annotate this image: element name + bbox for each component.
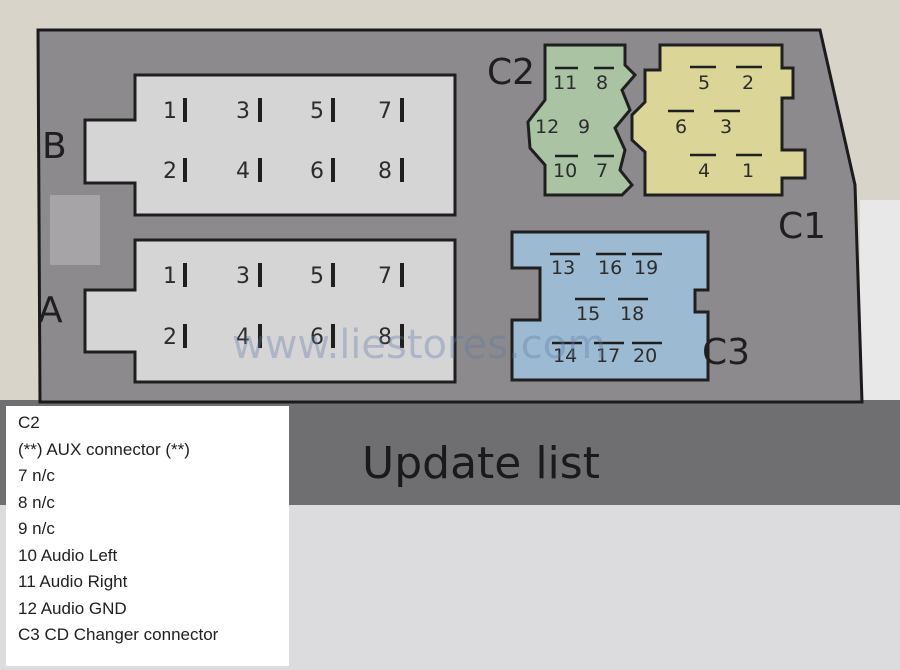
pin-label: 8 <box>596 72 608 94</box>
pin-label: 5 <box>310 99 324 124</box>
pin-label: 7 <box>378 264 392 289</box>
pin-label: 4 <box>698 160 710 182</box>
connector-c3-label: C3 <box>702 332 750 373</box>
pin-label: 8 <box>378 159 392 184</box>
pin-label: 20 <box>633 345 657 367</box>
pin-label: 2 <box>163 159 177 184</box>
pin-label: 15 <box>576 303 600 325</box>
connector-c3: C3 13 16 19 15 18 14 17 20 <box>510 230 750 382</box>
pin-label: 3 <box>236 99 250 124</box>
pin-label: 6 <box>675 116 687 138</box>
pin-label: 14 <box>553 345 577 367</box>
connector-block-b: B 1 3 5 7 2 4 6 8 <box>42 73 457 217</box>
connector-c1: C1 5 2 6 3 4 1 <box>630 43 826 247</box>
pin-label: 12 <box>535 116 559 138</box>
pin-label: 10 <box>553 160 577 182</box>
pin-label: 6 <box>310 325 324 350</box>
pin-label: 5 <box>698 72 710 94</box>
connector-block-a: A 1 3 5 7 2 4 6 8 <box>38 238 457 384</box>
connector-b-label: B <box>42 126 67 167</box>
legend-line: 10 Audio Left <box>18 545 118 565</box>
pin-label: 4 <box>236 325 250 350</box>
legend-line: 8 n/c <box>18 492 55 512</box>
legend-line: 11 Audio Right <box>18 572 128 591</box>
pin-label: 8 <box>378 325 392 350</box>
pin-label: 1 <box>163 264 177 289</box>
pin-label: 11 <box>553 72 577 94</box>
pin-label: 5 <box>310 264 324 289</box>
pin-label: 7 <box>378 99 392 124</box>
legend-line: 7 n/c <box>18 466 55 485</box>
pin-label: 2 <box>163 325 177 350</box>
pin-label: 18 <box>620 303 644 325</box>
connector-c2-label: C2 <box>487 52 535 93</box>
update-list-title: Update list <box>362 438 600 489</box>
pin-label: 3 <box>720 116 732 138</box>
pin-label: 3 <box>236 264 250 289</box>
connector-c1-label: C1 <box>778 206 826 247</box>
pin-label: 16 <box>598 257 622 279</box>
legend-line: (**) AUX connector (**) <box>18 439 190 459</box>
connector-c2: C2 11 8 12 9 10 7 <box>487 43 638 197</box>
pin-label: 6 <box>310 159 324 184</box>
legend-panel: C2 (**) AUX connector (**) 7 n/c 8 n/c 9… <box>6 406 289 666</box>
legend-line: 9 n/c <box>18 519 55 538</box>
pin-label: 4 <box>236 159 250 184</box>
pin-label: 1 <box>163 99 177 124</box>
connector-a-label: A <box>38 290 63 331</box>
watermark-text: www.liestores.com <box>232 322 606 368</box>
pin-label: 13 <box>551 257 575 279</box>
pin-label: 9 <box>578 116 590 138</box>
pin-label: 19 <box>634 257 658 279</box>
legend-line: C3 CD Changer connector <box>18 625 219 644</box>
pin-label: 7 <box>596 160 608 182</box>
pin-label: 17 <box>596 345 620 367</box>
legend-line: C2 <box>18 413 40 432</box>
legend-line: 12 Audio GND <box>18 598 127 618</box>
pin-label: 1 <box>742 160 754 182</box>
pin-label: 2 <box>742 72 754 94</box>
